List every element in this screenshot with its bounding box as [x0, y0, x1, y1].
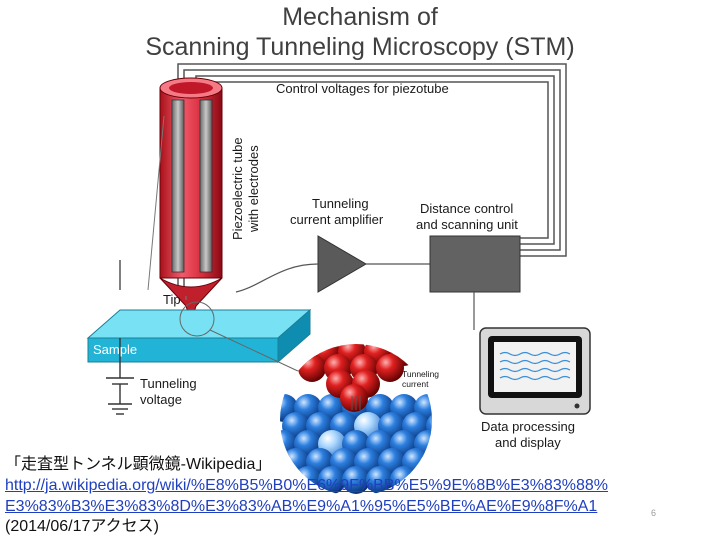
- atom: [450, 412, 478, 440]
- atom: [318, 466, 346, 494]
- atom: [298, 354, 326, 382]
- tunneling-current-label-line-1: Tunneling: [402, 369, 439, 379]
- atom: [376, 354, 404, 382]
- atom: [340, 384, 368, 412]
- atom: [438, 430, 466, 458]
- sample-block: [86, 308, 312, 364]
- citation-url-line-2[interactable]: E3%83%B3%E3%83%8D%E3%83%AB%E9%A1%95%E5%B…: [5, 498, 598, 515]
- piezo-label-line-2: with electrodes: [246, 145, 261, 233]
- data-processing-label-line-1: Data processing: [481, 419, 575, 434]
- atom: [342, 466, 370, 494]
- distance-label-line-2: and scanning unit: [416, 217, 518, 232]
- slide-title-line-2: Scanning Tunneling Microscopy (STM): [145, 33, 575, 61]
- citation-url-line-1[interactable]: http://ja.wikipedia.org/wiki/%E8%B5%B0%E…: [5, 477, 608, 494]
- page-number: 6: [651, 508, 657, 518]
- atom: [438, 394, 466, 422]
- control-voltages-label: Control voltages for piezotube: [276, 81, 449, 96]
- amplifier-label-line-1: Tunneling: [312, 196, 369, 211]
- amplifier-label-line-2: current amplifier: [290, 212, 384, 227]
- atom: [426, 448, 432, 476]
- piezo-tube: [159, 77, 223, 324]
- data-processing-label-line-2: and display: [495, 435, 561, 450]
- monitor-icon: [479, 327, 591, 415]
- slide-title-line-1: Mechanism of: [282, 3, 438, 31]
- tip-label: Tip: [163, 292, 181, 307]
- ground-icon: [108, 403, 132, 415]
- citation-accessed: (2014/06/17アクセス): [5, 518, 159, 535]
- atom: [366, 466, 394, 494]
- atom: [450, 448, 478, 476]
- voltage-source: [106, 338, 134, 404]
- tunneling-voltage-label-line-1: Tunneling: [140, 376, 197, 391]
- tunneling-voltage-label-line-2: voltage: [140, 392, 182, 407]
- citation-source: 「走査型トンネル顕微鏡-Wikipedia」: [5, 456, 272, 473]
- sample-label: Sample: [93, 342, 137, 357]
- amplifier-symbol: [317, 235, 367, 293]
- distance-label-line-1: Distance control: [420, 201, 513, 216]
- tunneling-current-label-line-2: current: [402, 379, 429, 389]
- distance-control-box: [429, 235, 521, 293]
- piezo-label-line-1: Piezoelectric tube: [230, 137, 245, 240]
- tip-zoom-circle: [179, 301, 215, 337]
- atoms-closeup: [280, 344, 478, 496]
